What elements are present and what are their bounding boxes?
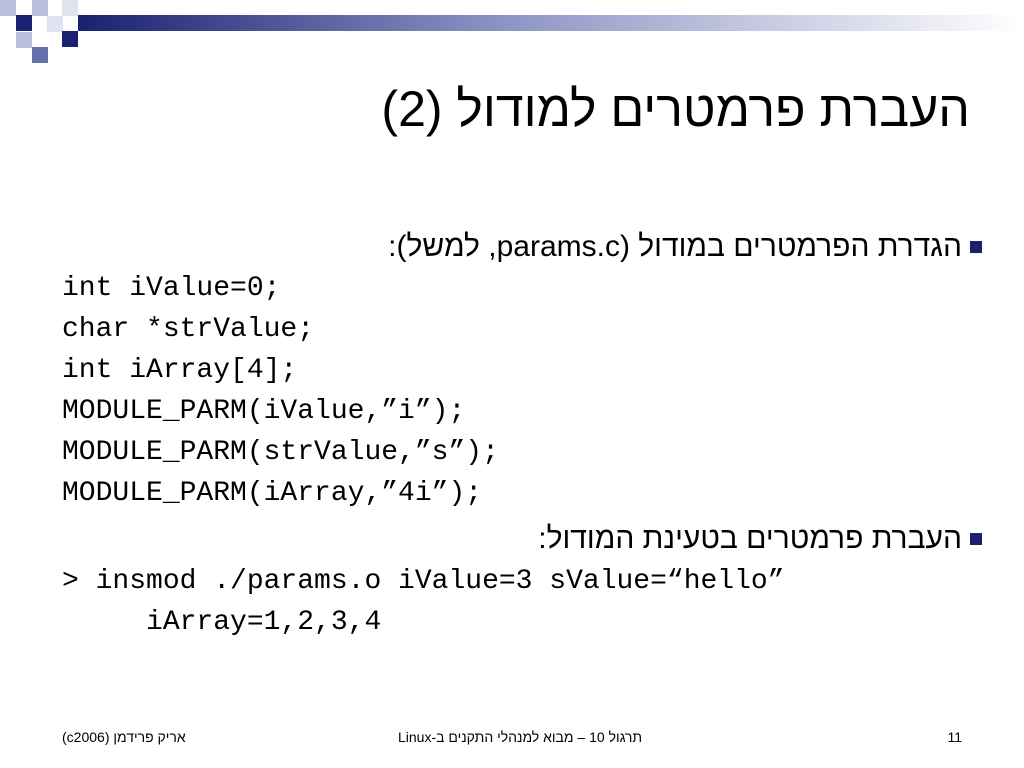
code-line-2: char *strValue; xyxy=(62,314,315,345)
decor-square xyxy=(0,0,16,16)
bullet-square-icon xyxy=(970,533,982,545)
decor-square xyxy=(62,31,78,47)
footer-author: אריק פרידמן (c2006) xyxy=(62,729,186,745)
page-number: 11 xyxy=(947,729,962,745)
bullet-item-1: הגדרת הפרמטרים במודול (params.c, למשל): xyxy=(388,230,962,263)
bullet-item-2: העברת פרמטרים בטעינת המודול: xyxy=(538,522,962,555)
decor-square xyxy=(47,16,63,32)
command-line-1: > insmod ./params.o iValue=3 sValue=“hel… xyxy=(62,566,785,597)
code-line-6: MODULE_PARM(iArray,”4i”); xyxy=(62,478,483,509)
decor-square xyxy=(32,0,48,16)
decor-square xyxy=(62,0,78,16)
code-line-4: MODULE_PARM(iValue,”i”); xyxy=(62,396,466,427)
decor-square xyxy=(16,15,32,31)
code-line-5: MODULE_PARM(strValue,”s”); xyxy=(62,437,499,468)
code-line-3: int iArray[4]; xyxy=(62,355,298,386)
code-line-1: int iValue=0; xyxy=(62,273,281,304)
bullet-square-icon xyxy=(970,241,982,253)
command-line-2: iArray=1,2,3,4 xyxy=(62,607,382,638)
decor-square xyxy=(16,32,32,48)
footer-course: תרגול 10 – מבוא למנהלי התקנים ב-Linux xyxy=(397,729,643,745)
header-decoration xyxy=(0,0,1024,63)
decor-square xyxy=(32,47,48,63)
slide-title: העברת פרמטרים למודול (2) xyxy=(381,81,970,137)
header-gradient-band xyxy=(78,15,1024,31)
